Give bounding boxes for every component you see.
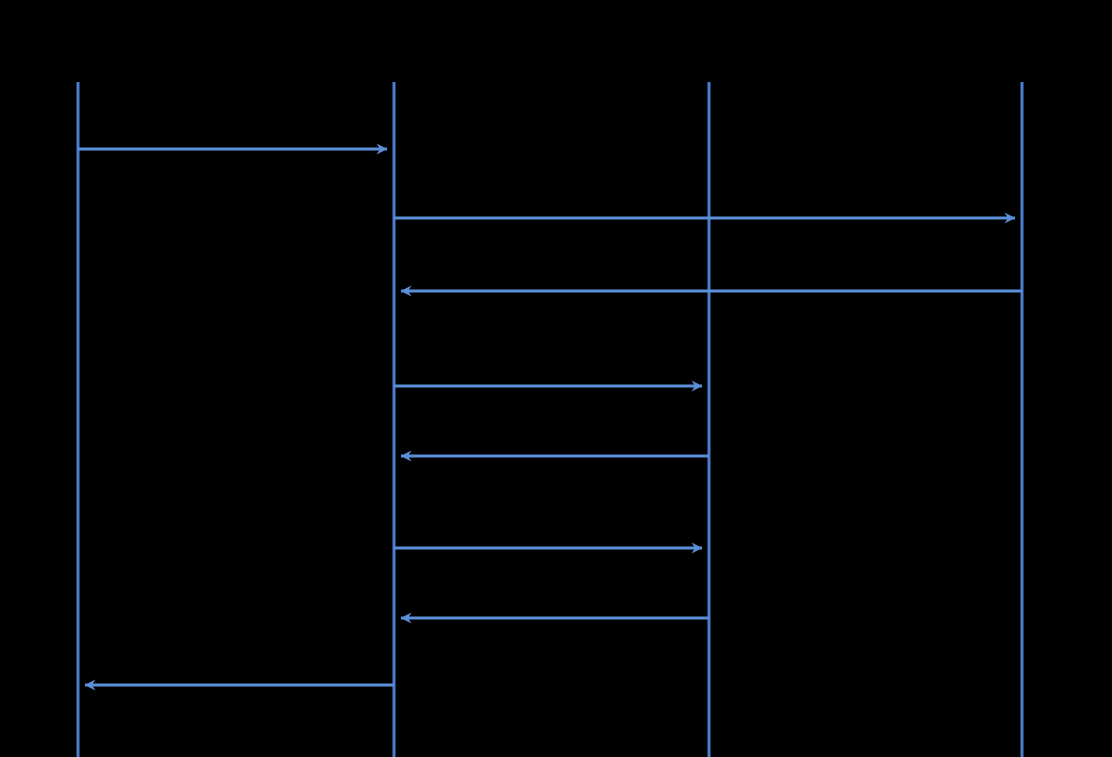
messages-group — [78, 143, 1022, 691]
lifelines-group — [76, 82, 1024, 757]
